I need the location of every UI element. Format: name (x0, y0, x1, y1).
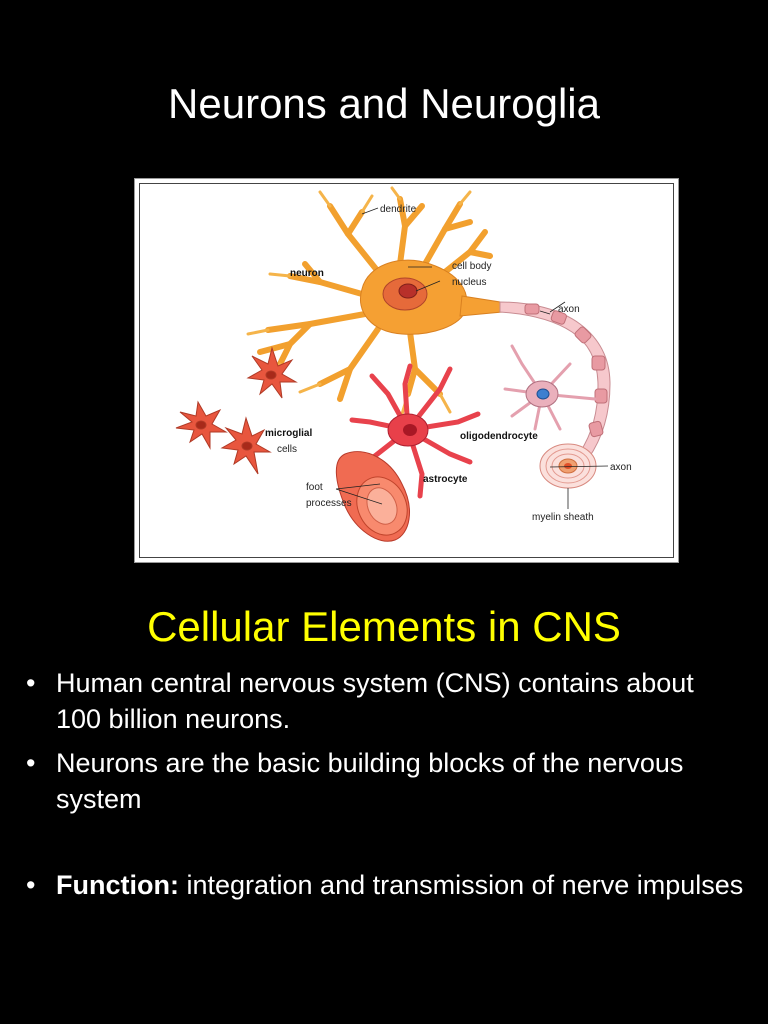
leader-lines (335, 207, 609, 509)
label-cell-body: cell body (452, 261, 491, 272)
bullet-item: • Human central nervous system (CNS) con… (24, 665, 744, 737)
bullet-marker: • (26, 870, 36, 900)
neuroglia-diagram: dendrite neuron cell body nucleus axon m… (175, 186, 632, 542)
bullet-text: integration and transmission of nerve im… (178, 870, 744, 900)
label-axon-top: axon (558, 304, 580, 315)
figure-frame: dendrite neuron cell body nucleus axon m… (139, 183, 674, 558)
bullet-marker: • (26, 668, 36, 698)
slide-title: Neurons and Neuroglia (168, 80, 600, 127)
neuron-neuroglia-figure: dendrite neuron cell body nucleus axon m… (134, 178, 679, 563)
oligodendrocyte-cell (503, 344, 597, 431)
label-foot: foot (306, 482, 323, 493)
bullet-text: Human central nervous system (CNS) conta… (56, 668, 694, 734)
bullet-marker: • (26, 748, 36, 778)
bullet-item: • Neurons are the basic building blocks … (24, 745, 744, 817)
label-myelin-sheath: myelin sheath (532, 512, 594, 523)
label-neuron: neuron (290, 268, 324, 279)
label-dendrite: dendrite (380, 204, 417, 215)
label-microglial: microglial (265, 428, 312, 439)
label-oligodendrocyte: oligodendrocyte (460, 431, 538, 442)
bullet-bold-label: Function: (56, 870, 179, 900)
astrocyte-cell (349, 363, 481, 499)
label-processes: processes (306, 498, 352, 509)
label-astrocyte: astrocyte (423, 474, 468, 485)
microglial-cells (175, 346, 298, 475)
blood-vessel (335, 451, 410, 542)
label-nucleus: nucleus (452, 277, 486, 288)
bullet-text: Neurons are the basic building blocks of… (56, 748, 684, 814)
label-axon-bottom: axon (610, 462, 632, 473)
bullet-item: • Function: integration and transmission… (24, 867, 744, 903)
bullet-list: • Human central nervous system (CNS) con… (24, 665, 744, 903)
slide-subtitle: Cellular Elements in CNS (147, 603, 621, 650)
neuron-cell (246, 186, 503, 416)
label-cells: cells (277, 444, 297, 455)
